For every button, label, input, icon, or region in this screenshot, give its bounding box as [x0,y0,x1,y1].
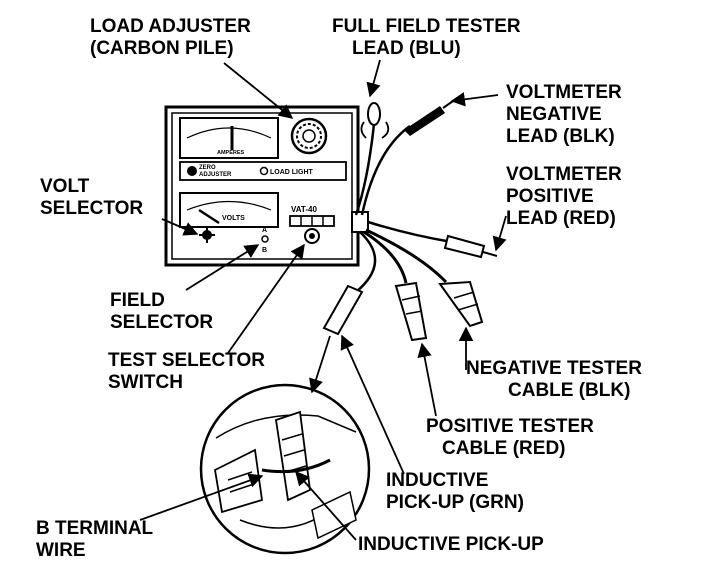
full-field-lead [354,102,390,216]
label-negative-tester-line-2: CABLE (BLK) [508,380,631,401]
leader-voltmeter-positive [492,215,507,252]
leader-load-adjuster [223,62,294,119]
voltmeter-positive-lead [367,220,498,259]
field-mark-b: B [262,247,267,254]
label-voltmeter-positive-line-3: LEAD (RED) [506,208,616,229]
label-positive-tester-line-2: CABLE (RED) [442,438,566,459]
label-test-selector-switch: TEST SELECTOR SWITCH [108,350,265,394]
label-negative-tester-cable: NEGATIVE TESTER CABLE (BLK) [466,358,642,402]
label-load-adjuster-line-2: (CARBON PILE) [90,38,234,59]
label-voltmeter-positive-line-1: VOLTMETER [506,164,622,185]
label-full-field-line-2: LEAD (BLU) [352,38,461,59]
load-adjuster-knob[interactable] [290,117,328,155]
test-selector-switch[interactable]: VAT-40 [289,205,335,244]
ammeter-gauge: AMPERES [179,117,279,159]
tester-unit: AMPERES ZERO ADJUSTER LOAD LIGHT VOLTS V… [164,105,369,267]
label-b-terminal-line-2: WIRE [36,540,86,561]
label-voltmeter-positive-line-2: POSITIVE [506,186,594,207]
label-inductive-pickup-grn-line-2: PICK-UP (GRN) [386,492,524,513]
field-selector-switch[interactable]: A B [261,227,269,254]
control-strip: ZERO ADJUSTER LOAD LIGHT [179,161,347,181]
leader-test-selector [227,243,305,354]
label-inductive-pickup-grn: INDUCTIVE PICK-UP (GRN) [386,470,524,514]
label-voltmeter-positive-lead: VOLTMETER POSITIVE LEAD (RED) [506,164,622,230]
leader-b-terminal [139,473,264,521]
label-inductive-pickup-line-1: INDUCTIVE PICK-UP [358,534,544,555]
cable-clamp [351,211,369,233]
inset-closeup [199,383,371,555]
zero-adjuster-label-2: ADJUSTER [199,172,232,178]
label-field-selector-line-1: FIELD [110,290,165,311]
negative-tester-cable [365,228,484,328]
leader-positive-tester [417,342,437,417]
label-voltmeter-negative-lead: VOLTMETER NEGATIVE LEAD (BLK) [506,82,622,148]
inductive-pickup-cable [322,231,377,336]
label-load-adjuster: LOAD ADJUSTER (CARBON PILE) [90,16,251,60]
label-test-selector-line-1: TEST SELECTOR [108,350,265,371]
label-voltmeter-negative-line-1: VOLTMETER [506,82,622,103]
label-voltmeter-negative-line-3: LEAD (BLK) [506,126,615,147]
label-field-selector: FIELD SELECTOR [110,290,213,334]
zero-adjuster-screw[interactable] [187,166,197,176]
label-field-selector-line-2: SELECTOR [110,312,214,333]
label-voltmeter-negative-line-2: NEGATIVE [506,104,602,125]
label-full-field-line-1: FULL FIELD TESTER [332,16,521,37]
load-light-icon [259,166,269,176]
zero-adjuster-label-1: ZERO [199,165,216,171]
label-volt-selector: VOLT SELECTOR [40,176,143,220]
label-volt-selector-line-1: VOLT [40,176,90,197]
label-inductive-pickup-grn-line-1: INDUCTIVE [386,470,489,491]
label-positive-tester-cable: POSITIVE TESTER CABLE (RED) [426,416,594,460]
leader-volt-selector [161,218,199,236]
leader-voltmeter-negative [450,92,499,107]
leader-inductive-pickup-to-inset [309,335,331,394]
label-volt-selector-line-2: SELECTOR [40,198,144,219]
voltmeter-gauge: VOLTS [179,192,279,228]
volt-selector-knob[interactable] [199,227,215,243]
leader-inductive-pickup [295,470,357,541]
label-load-adjuster-line-1: LOAD ADJUSTER [90,16,251,37]
voltmeter-label: VOLTS [222,215,245,222]
ammeter-label: AMPERES [217,150,245,156]
leader-full-field [366,59,381,98]
label-b-terminal-wire: B TERMINAL WIRE [36,518,153,562]
label-positive-tester-line-1: POSITIVE TESTER [426,416,594,437]
label-full-field-tester-lead: FULL FIELD TESTER LEAD (BLU) [332,16,521,60]
leader-field-selector [185,244,260,291]
label-negative-tester-line-1: NEGATIVE TESTER [466,358,642,379]
model-label: VAT-40 [291,205,317,214]
leader-inductive-pickup-grn [340,334,405,475]
load-light-label: LOAD LIGHT [270,169,313,176]
positive-tester-cable [363,230,428,342]
label-inductive-pickup: INDUCTIVE PICK-UP [358,534,544,556]
voltmeter-needle [198,208,220,225]
field-mark-a: A [262,227,267,234]
label-b-terminal-line-1: B TERMINAL [36,518,154,539]
label-test-selector-line-2: SWITCH [108,372,183,393]
leader-lines [139,59,507,541]
